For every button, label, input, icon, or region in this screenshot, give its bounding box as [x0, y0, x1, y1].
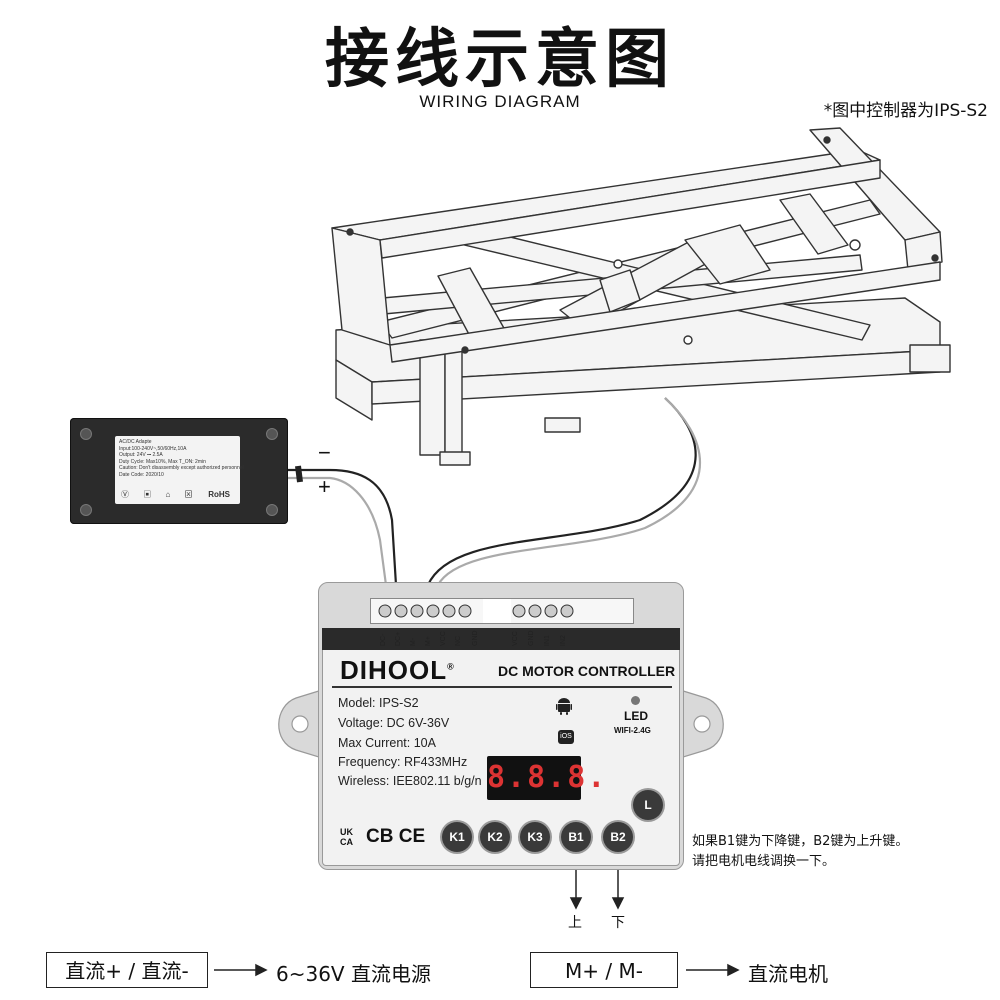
- adapter-label-line: Duty Cycle: Max10%, Max T_ON: 2min: [119, 458, 206, 465]
- pin-label: M-: [410, 637, 417, 646]
- motor-wire: [426, 397, 701, 586]
- product-name: DC MOTOR CONTROLLER: [498, 663, 676, 679]
- led-label: LED: [624, 709, 648, 723]
- spec-wireless: Wireless: IEE802.11 b/g/n: [338, 774, 482, 788]
- android-icon: [556, 697, 572, 719]
- pin-label: VCC: [512, 631, 519, 646]
- pin-label: IN1: [544, 635, 551, 646]
- spec-frequency: Frequency: RF433MHz: [338, 755, 468, 769]
- terminal-block: [370, 598, 634, 624]
- led-indicator: [631, 696, 640, 705]
- up-label: 上: [568, 915, 582, 931]
- note-line: 请把电机电线调换一下。: [692, 854, 836, 869]
- adapter-label-line: Output: 24V ⎓ 2.5A: [119, 452, 163, 458]
- controller-note: *图中控制器为IPS-S2: [823, 101, 988, 121]
- controller-ears: [278, 689, 724, 759]
- controller-top-bar: [322, 628, 680, 650]
- adapter-label-line: Input:100-240V~,50/60Hz,10A: [119, 445, 187, 452]
- pin-label: VCC: [440, 631, 447, 646]
- down-label: 下: [611, 915, 625, 931]
- adapter-label: AC/DC Adapte Input:100-240V~,50/60Hz,10A…: [115, 436, 244, 504]
- rohs-mark: RoHS: [208, 489, 230, 499]
- pin-label: GND: [528, 630, 535, 646]
- k2-key-button[interactable]: K2: [480, 822, 510, 852]
- b1-key-button[interactable]: B1: [561, 822, 591, 852]
- ios-icon: iOS: [558, 730, 574, 744]
- pin-label: DC+: [395, 631, 402, 646]
- dc-power-box: 直流+ / 直流-: [46, 952, 208, 988]
- l-key-button[interactable]: L: [633, 790, 663, 820]
- adapter-label-line: Caution: Don't disassembly except author…: [119, 465, 244, 471]
- pin-label: DC-: [380, 633, 387, 646]
- spec-current: Max Current: 10A: [338, 736, 436, 750]
- pin-label: M+: [425, 636, 432, 646]
- cb-ce-marks: CB CE: [366, 826, 426, 847]
- spec-model: Model: IPS-S2: [338, 696, 419, 710]
- pin-label: GND: [472, 630, 479, 646]
- terminal-screws: [378, 599, 574, 623]
- certification-icons: Ⓥ ▣ ⌂ ⊠: [121, 489, 199, 499]
- brand-logo: DIHOOL®: [340, 655, 455, 686]
- b2-key-button[interactable]: B2: [603, 822, 633, 852]
- screw-icon: [80, 428, 92, 440]
- page-title: 接线示意图: [325, 23, 675, 97]
- motor-text: 直流电机: [748, 962, 828, 986]
- minus-label: −: [318, 440, 331, 465]
- lift-frame-illustration: [331, 127, 951, 466]
- k3-key-button[interactable]: K3: [520, 822, 550, 852]
- ukca-mark: UK CA: [340, 827, 353, 847]
- wifi-label: WIFI-2.4G: [614, 726, 651, 735]
- registered-mark: ®: [447, 661, 455, 672]
- legend-arrows: [214, 963, 740, 977]
- spec-voltage: Voltage: DC 6V-36V: [338, 716, 450, 730]
- adapter-label-line: AC/DC Adapte: [119, 439, 152, 445]
- pin-label: IN2: [560, 635, 567, 646]
- divider: [332, 686, 672, 688]
- dc-power-text: 6~36V 直流电源: [276, 962, 431, 986]
- screw-icon: [80, 504, 92, 516]
- pin-label: NC: [455, 635, 462, 646]
- key-swap-note: 如果B1键为下降键，B2键为上升键。 请把电机电线调换一下。: [692, 832, 908, 872]
- screw-icon: [266, 504, 278, 516]
- power-adapter: AC/DC Adapte Input:100-240V~,50/60Hz,10A…: [70, 418, 288, 524]
- note-line: 如果B1键为下降键，B2键为上升键。: [692, 834, 909, 849]
- page-subtitle: WIRING DIAGRAM: [419, 92, 581, 111]
- brand-name: DIHOOL: [340, 655, 448, 685]
- segment-display: 8.8.8.: [487, 756, 605, 800]
- adapter-label-line: Date Code: 2020/10: [119, 471, 164, 478]
- power-wires: [288, 465, 398, 586]
- plus-label: +: [318, 474, 331, 499]
- screw-icon: [266, 428, 278, 440]
- motor-box: M+ / M-: [530, 952, 678, 988]
- k1-key-button[interactable]: K1: [442, 822, 472, 852]
